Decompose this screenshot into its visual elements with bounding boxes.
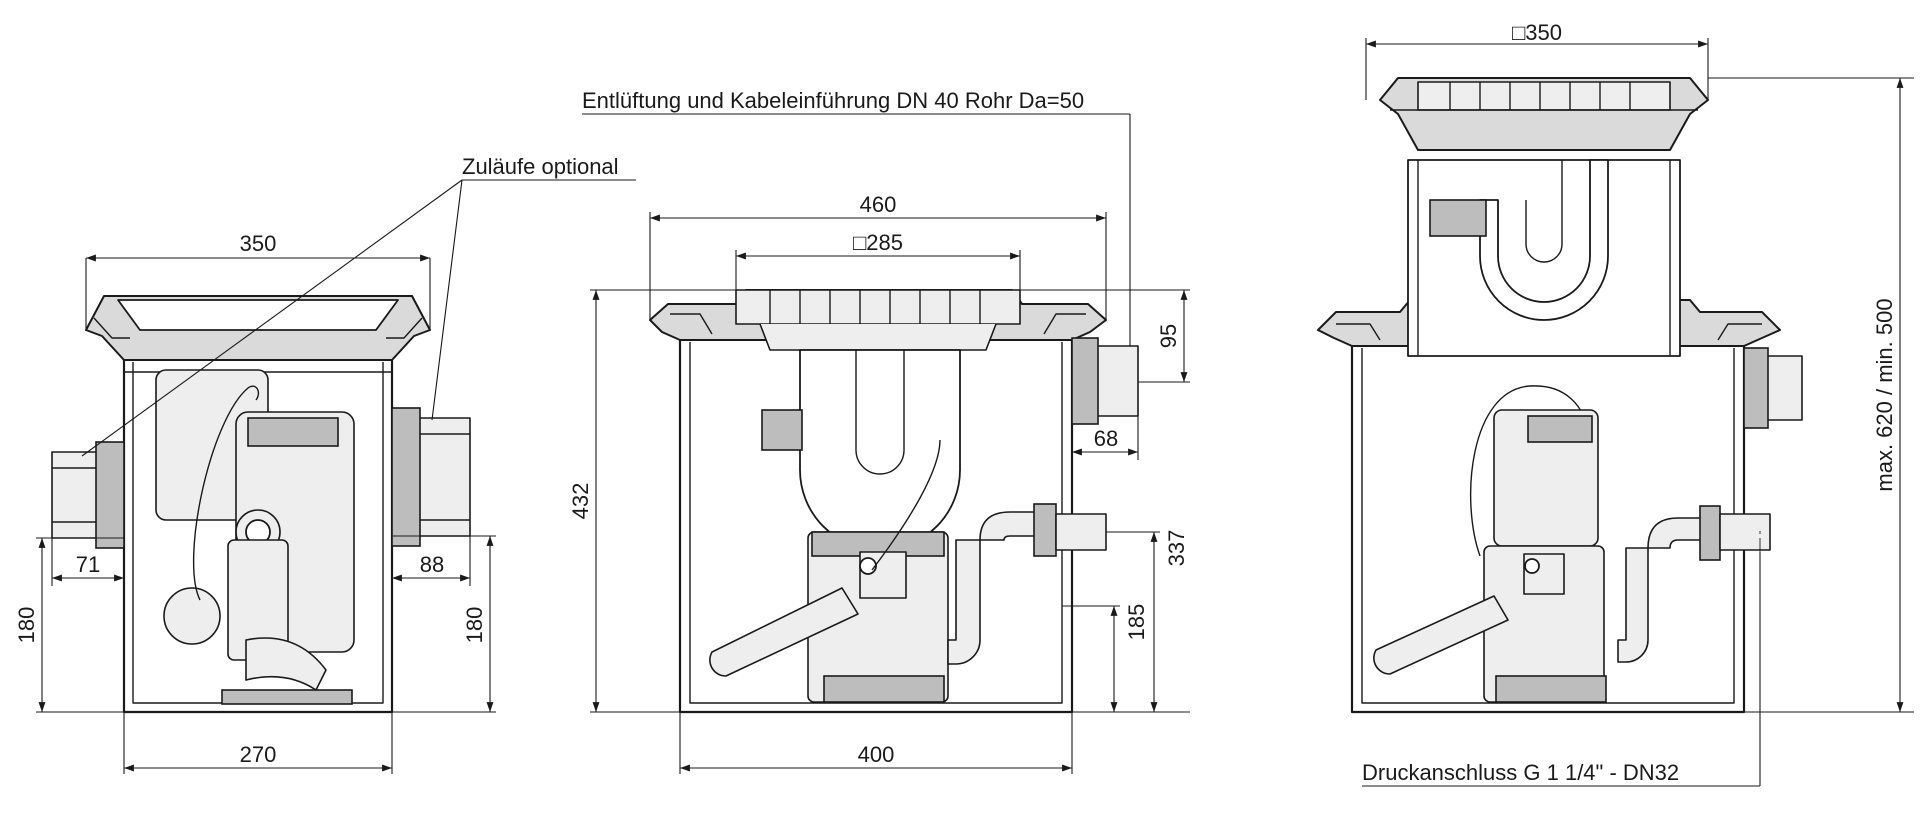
left-width-top-label: 350	[240, 231, 277, 256]
middle-height-outlet-label: 337	[1164, 530, 1189, 567]
middle-siphon	[761, 349, 961, 551]
left-dimensions	[36, 179, 636, 774]
middle-height-total-label: 432	[568, 483, 593, 520]
left-inlet-pipe-left	[51, 441, 125, 549]
right-pump	[1373, 385, 1607, 703]
right-top-cover	[1379, 77, 1709, 151]
pressure-connection-label: Druckanschluss G 1 1/4" - DN32	[1362, 760, 1679, 785]
middle-height-float-label: 185	[1124, 604, 1149, 641]
right-pressure-pipe	[1617, 505, 1771, 663]
vent-cable-label: Entlüftung und Kabeleinführung DN 40 Roh…	[582, 88, 1084, 113]
middle-pressure-pipe	[947, 503, 1107, 665]
right-dimensions	[1362, 38, 1914, 787]
left-height-right-label: 180	[462, 607, 487, 644]
right-view: □350 max. 620 / min. 500 Druckanschluss …	[1317, 20, 1914, 787]
inlets-optional-label: Zuläufe optional	[462, 154, 619, 179]
middle-pipe-offset-label: 68	[1094, 426, 1118, 451]
middle-dimensions	[582, 113, 1190, 774]
left-offset-right-label: 88	[420, 552, 444, 577]
middle-cover-grate	[735, 289, 1021, 351]
left-height-left-label: 180	[14, 607, 39, 644]
left-width-bottom-label: 270	[240, 742, 277, 767]
left-pump	[155, 369, 355, 705]
right-vent-pipe	[1743, 347, 1803, 429]
left-view: 350 270 71 88 180 180 Zuläufe optional	[14, 154, 636, 774]
left-inlet-pipe-right	[391, 407, 471, 547]
middle-view: 460 □285 400 432 95 68 337 185 Entlüftun…	[568, 88, 1190, 774]
middle-height-rim-label: 95	[1156, 324, 1181, 348]
right-cover-size-label: □350	[1512, 20, 1562, 45]
middle-width-bottom-label: 400	[858, 742, 895, 767]
right-height-range-label: max. 620 / min. 500	[1872, 298, 1897, 491]
middle-pump	[709, 439, 949, 703]
left-offset-left-label: 71	[76, 552, 100, 577]
right-extension-shaft	[1407, 159, 1681, 357]
middle-cover-size-label: □285	[853, 230, 903, 255]
middle-vent-pipe	[1071, 337, 1139, 425]
middle-width-top-label: 460	[860, 192, 897, 217]
